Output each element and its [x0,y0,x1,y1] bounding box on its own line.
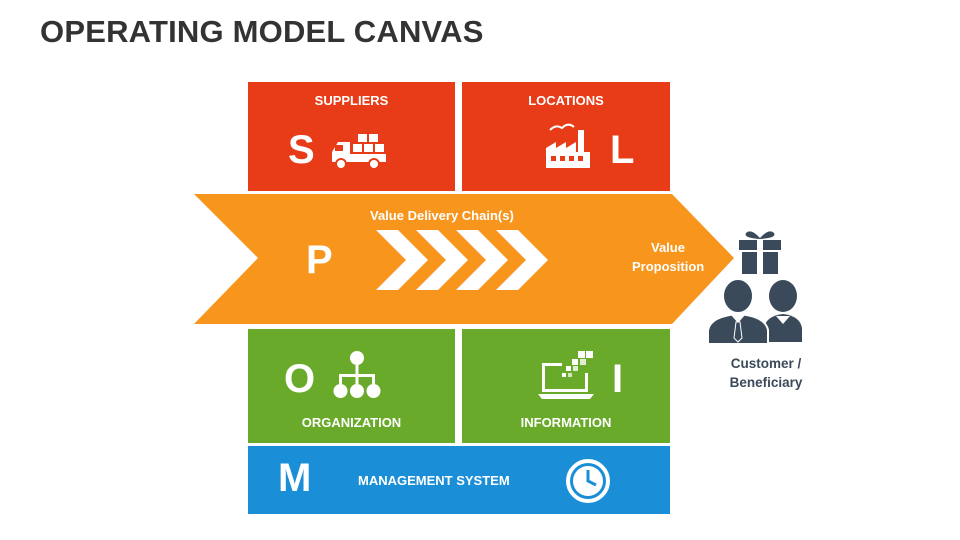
delivery-truck-icon [332,134,386,170]
page-title: OPERATING MODEL CANVAS [40,14,484,49]
management-box: M MANAGEMENT SYSTEM [248,446,670,514]
information-label: INFORMATION [520,415,612,430]
locations-box: LOCATIONS L [462,82,670,191]
value-proposition-line1: Value [651,240,685,255]
suppliers-label: SUPPLIERS [314,93,389,108]
org-chart-icon [333,351,381,398]
management-letter: M [278,456,312,500]
chevrons-icon [376,230,548,290]
organization-box: O ORGANIZATION [248,329,455,443]
suppliers-box: SUPPLIERS S [248,82,455,191]
customer-label-line1: Customer / [730,356,802,371]
suppliers-letter: S [288,128,315,172]
organization-label: ORGANIZATION [301,415,402,430]
customer-label: Customer / Beneficiary [704,354,828,392]
organization-letter: O [284,357,316,401]
clock-icon [566,459,610,503]
laptop-data-icon [538,351,594,399]
information-box: I INFORMATION [462,329,670,443]
locations-label: LOCATIONS [528,93,604,108]
customer-label-line2: Beneficiary [729,375,803,390]
gift-icon [739,231,781,274]
information-letter: I [612,357,624,401]
management-label: MANAGEMENT SYSTEM [358,473,510,488]
process-letter: P [306,238,333,282]
value-proposition-line2: Proposition [632,259,705,274]
people-icon [707,278,802,345]
locations-letter: L [610,128,635,172]
value-chain-label: Value Delivery Chain(s) [370,208,514,223]
factory-icon [546,123,590,168]
